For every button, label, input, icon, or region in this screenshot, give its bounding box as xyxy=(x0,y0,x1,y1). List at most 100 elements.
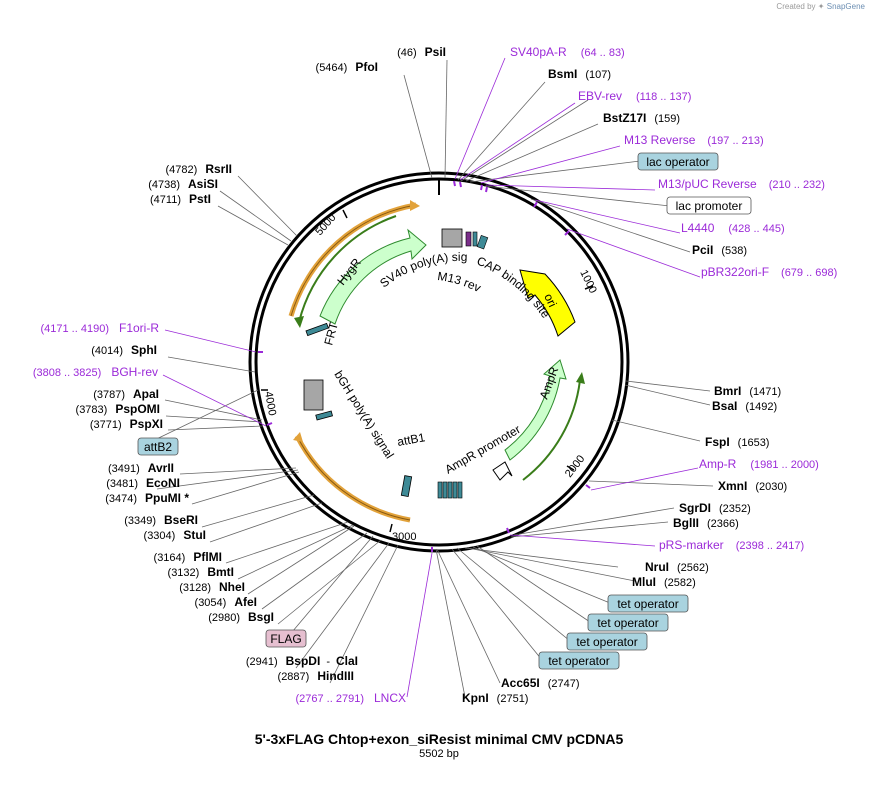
enzyme-bmri: BmrI(1471) xyxy=(714,384,781,398)
enzyme-asisi: (4738)AsiSI xyxy=(148,177,218,191)
enzyme-bsai: BsaI(1492) xyxy=(712,399,777,413)
primer-pbr322ori-f: pBR322ori-F(679 .. 698) xyxy=(701,265,837,279)
snapgene-logo-icon: ✦ xyxy=(817,2,825,11)
feature-label-m13rev: M13 rev xyxy=(437,269,484,295)
ampr-promoter-arrow xyxy=(492,461,513,481)
tick-label-1000: 1000 xyxy=(577,268,599,295)
tick-marks xyxy=(261,209,594,533)
primer-amp-r: Amp-R(1981 .. 2000) xyxy=(699,457,819,471)
sv40-polya-box xyxy=(441,228,463,248)
primer-marks xyxy=(258,180,591,552)
primer-bgh-rev: (3808 .. 3825)BGH-rev xyxy=(33,365,158,379)
svg-text:tet operator: tet operator xyxy=(597,616,658,630)
box-attb2: attB2 xyxy=(137,437,179,456)
enzyme-xmni: XmnI(2030) xyxy=(718,479,787,493)
darkgreen-arc-right xyxy=(522,379,581,481)
enzyme-avrii: (3491)AvrII xyxy=(108,461,174,475)
tick-label-3000: 3000 xyxy=(392,531,416,543)
credit-prefix: Created by xyxy=(776,2,816,11)
primer-prs-marker: pRS-marker(2398 .. 2417) xyxy=(659,538,804,552)
enzyme-sphi: (4014)SphI xyxy=(91,343,157,357)
enzyme-nhei: (3128)NheI xyxy=(179,580,245,594)
box-lac-operator: lac operator xyxy=(637,152,719,171)
backbone-outer-circle xyxy=(248,171,630,553)
hygr-arrow xyxy=(319,228,427,325)
box-tet-operator-2: tet operator xyxy=(587,613,669,632)
svg-text:tet operator: tet operator xyxy=(548,654,609,668)
enzyme-bspdi-clai: (2941)BspDI-ClaI xyxy=(246,654,358,668)
enzyme-econi: (3481)EcoNI xyxy=(106,476,180,490)
enzyme-ppumi: (3474)PpuMI * xyxy=(105,491,189,505)
enzyme-pfoi: (5464)PfoI xyxy=(316,60,378,74)
tick-label-4000: 4000 xyxy=(262,390,278,416)
teal-small-box xyxy=(315,410,333,421)
svg-text:tet operator: tet operator xyxy=(617,597,678,611)
plasmid-length: 5502 bp xyxy=(419,748,459,760)
primer-m13-reverse: M13 Reverse(197 .. 213) xyxy=(624,133,764,147)
orange-arc-upper-inner xyxy=(290,204,417,317)
attb1-box xyxy=(400,475,413,498)
primer-lncx: (2767 .. 2791)LNCX xyxy=(295,691,406,705)
ampr-arrow xyxy=(504,359,567,461)
primer-f1ori-r: (4171 .. 4190)F1ori-R xyxy=(40,321,159,335)
enzyme-pflmi: (3164)PflMI xyxy=(154,550,222,564)
enzyme-pcii: PciI(538) xyxy=(692,243,747,257)
enzyme-bmti: (3132)BmtI xyxy=(168,565,234,579)
enzyme-bsmi: BsmI(107) xyxy=(548,67,611,81)
credit-brand: SnapGene xyxy=(826,2,865,11)
enzyme-fspi: FspI(1653) xyxy=(705,435,769,449)
svg-text:FLAG: FLAG xyxy=(270,632,301,646)
frt-box xyxy=(305,322,329,337)
svg-text:attB2: attB2 xyxy=(144,440,172,454)
enzyme-pspxi: (3771)PspXI xyxy=(90,417,163,431)
darkgreen-arc-upper xyxy=(298,215,397,323)
feature-label-ori: ori xyxy=(541,291,559,309)
enzyme-bglii: BglII(2366) xyxy=(673,516,739,530)
enzyme-nrui: NruI(2562) xyxy=(645,560,709,574)
primer-ebv-rev: EBV-rev(118 .. 137) xyxy=(578,89,691,103)
enzyme-rsrii: (4782)RsrII xyxy=(166,162,232,176)
box-tet-operator-3: tet operator xyxy=(566,632,648,651)
enzyme-bstz17i: BstZ17I(159) xyxy=(603,111,680,125)
enzyme-acc65i: Acc65I(2747) xyxy=(501,676,580,690)
snapgene-credit: Created by ✦ SnapGene xyxy=(776,2,865,11)
plasmid-title: 5'-3xFLAG Chtop+exon_siResist minimal CM… xyxy=(255,731,624,747)
enzyme-stui: (3304)StuI xyxy=(144,528,206,542)
primer-m13-puc-reverse: M13/pUC Reverse(210 .. 232) xyxy=(658,177,825,191)
orange-arc-upper-head xyxy=(410,200,420,211)
enzyme-bsgi: (2980)BsgI xyxy=(208,610,274,624)
box-tet-operator-4: tet operator xyxy=(538,651,620,670)
enzyme-kpni: KpnI(2751) xyxy=(462,691,528,705)
darkgreen-arc-right-head xyxy=(576,372,585,384)
primer-l4440: L4440(428 .. 445) xyxy=(681,221,785,235)
tet-operator-boxes xyxy=(437,481,463,499)
enzyme-apai: (3787)ApaI xyxy=(93,387,159,401)
box-flag: FLAG xyxy=(265,629,307,648)
orange-arc-lower-head xyxy=(293,432,303,442)
svg-text:lac promoter: lac promoter xyxy=(676,199,743,213)
enzyme-sgrdi: SgrDI(2352) xyxy=(679,501,751,515)
feature-label-bgh-polya: bGH poly(A) signal xyxy=(331,368,396,461)
box-lac-promoter: lac promoter xyxy=(666,196,752,215)
darkgreen-arc-upper-head xyxy=(294,316,304,328)
enzyme-psti: (4711)PstI xyxy=(150,192,211,206)
purple-small-box xyxy=(465,231,472,247)
box-tet-operator-1: tet operator xyxy=(607,594,689,613)
primer-leader-lines xyxy=(162,57,701,698)
ori-arrow xyxy=(519,269,576,337)
enzyme-hindiii: (2887)HindIII xyxy=(278,669,354,683)
feature-label-frt: FRT xyxy=(321,320,341,347)
enzyme-psii: (46)PsiI xyxy=(397,45,446,59)
enzyme-afei: (3054)AfeI xyxy=(195,595,257,609)
feature-label-attb1: attB1 xyxy=(396,430,426,449)
svg-text:tet operator: tet operator xyxy=(576,635,637,649)
teal-box-top-2 xyxy=(476,234,489,250)
svg-text:lac operator: lac operator xyxy=(646,155,709,169)
enzyme-mlui: MluI(2582) xyxy=(632,575,696,589)
orange-arc-lower-inner xyxy=(296,435,411,521)
enzyme-bseri: (3349)BseRI xyxy=(124,513,198,527)
teal-box-top xyxy=(472,231,478,247)
primer-sv40pa-r: SV40pA-R(64 .. 83) xyxy=(510,45,625,59)
bgh-polya-box xyxy=(303,379,324,411)
